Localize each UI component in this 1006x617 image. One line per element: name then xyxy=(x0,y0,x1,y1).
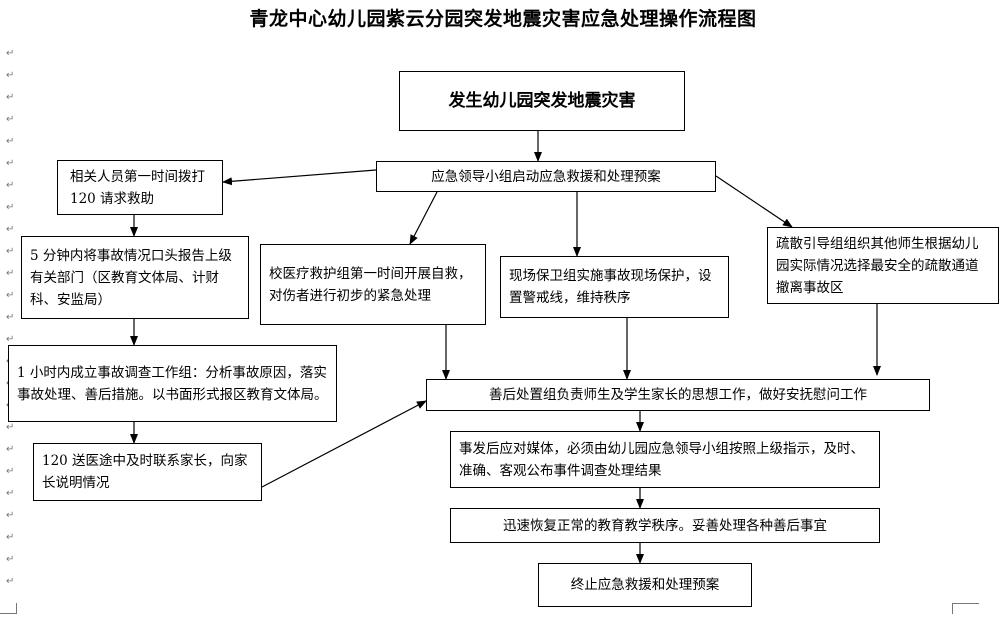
node-media-label: 事发后应对媒体，必须由幼儿园应急领导小组按照上级指示，及时、准确、客观公布事件调… xyxy=(459,440,864,479)
paragraph-mark-icon: ↵ xyxy=(6,554,15,565)
paragraph-mark-icon: ↵ xyxy=(6,202,15,213)
arrow-leadership-to-evacuation xyxy=(715,175,793,228)
node-evacuation: 疏散引导组组织其他师生根据幼儿园实际情况选择最安全的疏散通道撤离事故区 xyxy=(767,227,999,304)
paragraph-mark-icon: ↵ xyxy=(6,444,15,455)
node-occur: 发生幼儿园突发地震灾害 xyxy=(399,71,685,131)
node-leadership: 应急领导小组启动应急救援和处理预案 xyxy=(376,161,716,192)
paragraph-mark-icon: ↵ xyxy=(6,48,15,59)
node-aftercare: 善后处置组负责师生及学生家长的思想工作，做好安抚慰问工作 xyxy=(426,379,930,411)
arrow-hospital-to-aftercare xyxy=(261,400,427,488)
paragraph-mark-icon: ↵ xyxy=(6,334,15,345)
node-investigation: 1 小时内成立事故调查工作组：分析事故原因，落实事故处理、善后措施。以书面形式报… xyxy=(8,345,337,422)
node-evacuation-label: 疏散引导组组织其他师生根据幼儿园实际情况选择最安全的疏散通道撤离事故区 xyxy=(776,235,979,296)
page-title: 青龙中心幼儿园紫云分园突发地震灾害应急处理操作流程图 xyxy=(249,8,757,30)
paragraph-mark-icon: ↵ xyxy=(6,576,15,587)
node-hospital120-label: 120 送医途中及时联系家长，向家长说明情况 xyxy=(42,453,248,491)
paragraph-mark-icon: ↵ xyxy=(6,422,15,433)
paragraph-mark-icon: ↵ xyxy=(6,246,15,257)
node-terminate: 终止应急救援和处理预案 xyxy=(538,563,752,607)
paragraph-mark-icon: ↵ xyxy=(6,268,15,279)
paragraph-mark-icon: ↵ xyxy=(6,488,15,499)
node-aftercare-label: 善后处置组负责师生及学生家长的思想工作，做好安抚慰问工作 xyxy=(489,387,867,403)
node-media: 事发后应对媒体，必须由幼儿园应急领导小组按照上级指示，及时、准确、客观公布事件调… xyxy=(450,431,880,488)
paragraph-mark-icon: ↵ xyxy=(6,70,15,81)
paragraph-mark-icon: ↵ xyxy=(6,290,15,301)
paragraph-mark-icon: ↵ xyxy=(6,180,15,191)
paragraph-mark-icon: ↵ xyxy=(6,532,15,543)
page-corner-mark xyxy=(0,603,17,614)
paragraph-mark-icon: ↵ xyxy=(6,158,15,169)
node-hospital120: 120 送医途中及时联系家长，向家长说明情况 xyxy=(33,443,262,501)
paragraph-mark-icon: ↵ xyxy=(6,312,15,323)
node-report5min: 5 分钟内将事故情况口头报告上级有关部门（区教育文体局、计财科、安监局） xyxy=(21,236,249,319)
node-medical-label: 校医疗救护组第一时间开展自救，对伤者进行初步的紧急处理 xyxy=(269,265,472,304)
node-restore: 迅速恢复正常的教育教学秩序。妥善处理各种善后事宜 xyxy=(450,508,880,543)
node-investigation-label: 1 小时内成立事故调查工作组：分析事故原因，落实事故处理、善后措施。以书面形式报… xyxy=(17,364,328,403)
arrow-leadership-to-call120 xyxy=(222,169,377,186)
paragraph-mark-icon: ↵ xyxy=(6,510,15,521)
paragraph-mark-icon: ↵ xyxy=(6,466,15,477)
paragraph-mark-icon: ↵ xyxy=(6,224,15,235)
node-call120-label: 相关人员第一时间拨打 120 请求救助 xyxy=(70,168,205,207)
paragraph-mark-icon: ↵ xyxy=(6,114,15,125)
paragraph-mark-icon: ↵ xyxy=(6,92,15,103)
node-security: 现场保卫组实施事故现场保护，设置警戒线，维持秩序 xyxy=(500,256,729,318)
node-medical: 校医疗救护组第一时间开展自救，对伤者进行初步的紧急处理 xyxy=(260,244,486,325)
node-restore-label: 迅速恢复正常的教育教学秩序。妥善处理各种善后事宜 xyxy=(503,517,827,534)
node-leadership-label: 应急领导小组启动应急救援和处理预案 xyxy=(431,168,661,185)
page-corner-mark xyxy=(952,603,979,614)
node-call120: 相关人员第一时间拨打 120 请求救助 xyxy=(57,160,223,215)
node-report5min-label: 5 分钟内将事故情况口头报告上级有关部门（区教育文体局、计财科、安监局） xyxy=(30,247,232,308)
arrow-leadership-to-medical xyxy=(409,191,438,245)
node-occur-label: 发生幼儿园突发地震灾害 xyxy=(448,91,636,111)
node-security-label: 现场保卫组实施事故现场保护，设置警戒线，维持秩序 xyxy=(509,268,712,306)
paragraph-mark-icon: ↵ xyxy=(6,136,15,147)
node-terminate-label: 终止应急救援和处理预案 xyxy=(570,577,720,593)
